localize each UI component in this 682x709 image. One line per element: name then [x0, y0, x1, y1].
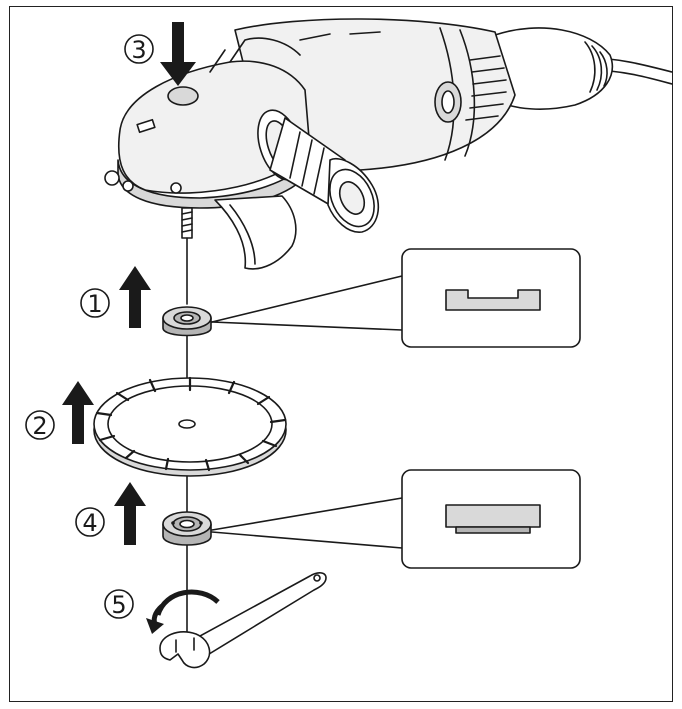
- step-2-marker: 2: [25, 410, 55, 440]
- angle-grinder: [104, 18, 673, 270]
- gear-head: [104, 37, 311, 209]
- step-2-up-arrow: [62, 381, 94, 444]
- inner-flange: [162, 306, 212, 337]
- rear-handle: [494, 27, 614, 110]
- step-4-marker: 4: [75, 507, 105, 537]
- step-1-up-arrow: [119, 266, 151, 328]
- spindle-lock-button: [167, 86, 199, 106]
- step-4-up-arrow: [114, 482, 146, 545]
- step-3-marker: 3: [124, 34, 154, 64]
- lock-nut-callout: [211, 469, 581, 569]
- lock-nut: [162, 511, 212, 546]
- press-down-arrow: [160, 22, 196, 86]
- diamond-wheel: [93, 376, 287, 477]
- side-handle: [257, 109, 380, 233]
- inner-flange-callout: [211, 248, 581, 348]
- pin-wrench: [159, 572, 327, 669]
- step-5-marker: 5: [104, 589, 134, 619]
- rotate-arrow: [146, 589, 220, 634]
- step-1-marker: 1: [80, 288, 110, 318]
- step-1-number: 1: [87, 290, 102, 318]
- step-3-number: 3: [131, 36, 146, 64]
- step-4-number: 4: [82, 509, 97, 537]
- wheel-guard: [214, 195, 297, 270]
- step-5-number: 5: [111, 591, 126, 619]
- spindle: [181, 207, 193, 239]
- step-2-number: 2: [32, 412, 47, 440]
